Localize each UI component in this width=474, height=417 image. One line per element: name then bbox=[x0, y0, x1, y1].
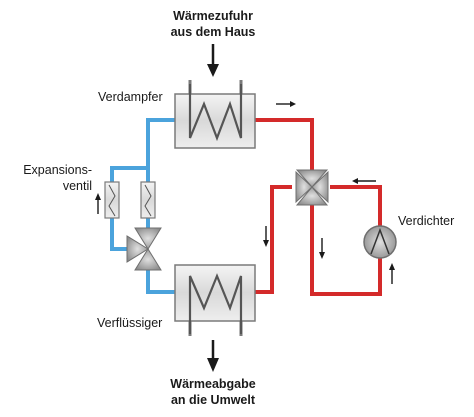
arrow-up-icon-expansion bbox=[95, 193, 101, 214]
arrow-heat-in-icon bbox=[207, 44, 219, 77]
arrow-left-icon bbox=[352, 178, 376, 184]
expansion-label-line2: ventil bbox=[62, 179, 92, 193]
evaporator-coil bbox=[188, 84, 243, 142]
cold-pipes bbox=[110, 118, 175, 294]
evaporator bbox=[174, 80, 256, 149]
expansion-filter-right bbox=[140, 181, 156, 219]
pipe-4way-to-condenser bbox=[255, 185, 292, 294]
evaporator-label: Verdampfer bbox=[98, 90, 163, 104]
expansion-filter-left bbox=[104, 181, 120, 219]
arrow-down-icon-1 bbox=[263, 226, 269, 247]
arrow-right-icon bbox=[276, 101, 296, 107]
pipe-4way-to-compressor-bottom bbox=[310, 205, 382, 296]
pipe-compressor-to-4way bbox=[330, 185, 382, 226]
pipe-evaporator-to-4way bbox=[255, 118, 314, 170]
arrow-up-icon-compressor bbox=[389, 263, 395, 284]
compressor bbox=[363, 225, 397, 259]
pipe-expansion-to-condenser bbox=[146, 268, 175, 294]
heat-out-label-line2: an die Umwelt bbox=[170, 393, 256, 407]
condenser-label: Verflüssiger bbox=[97, 316, 163, 330]
expansion-label-line1: Expansions- bbox=[23, 163, 92, 177]
condenser bbox=[174, 264, 256, 336]
heat-in-label-line1: Wärmezufuhr bbox=[173, 9, 253, 23]
hot-pipes bbox=[255, 118, 382, 296]
condenser-coil bbox=[188, 273, 243, 334]
pipe-evaporator-to-expansion bbox=[110, 118, 175, 251]
flow-arrows bbox=[95, 44, 395, 372]
four-way-valve bbox=[295, 169, 329, 206]
heat-out-label-line1: Wärmeabgabe bbox=[170, 377, 256, 391]
arrow-down-icon-2 bbox=[319, 238, 325, 259]
expansion-valve-symbol bbox=[126, 227, 162, 271]
heat-in-label-line2: aus dem Haus bbox=[170, 25, 256, 39]
compressor-label: Verdichter bbox=[398, 214, 455, 228]
arrow-heat-out-icon bbox=[207, 340, 219, 372]
